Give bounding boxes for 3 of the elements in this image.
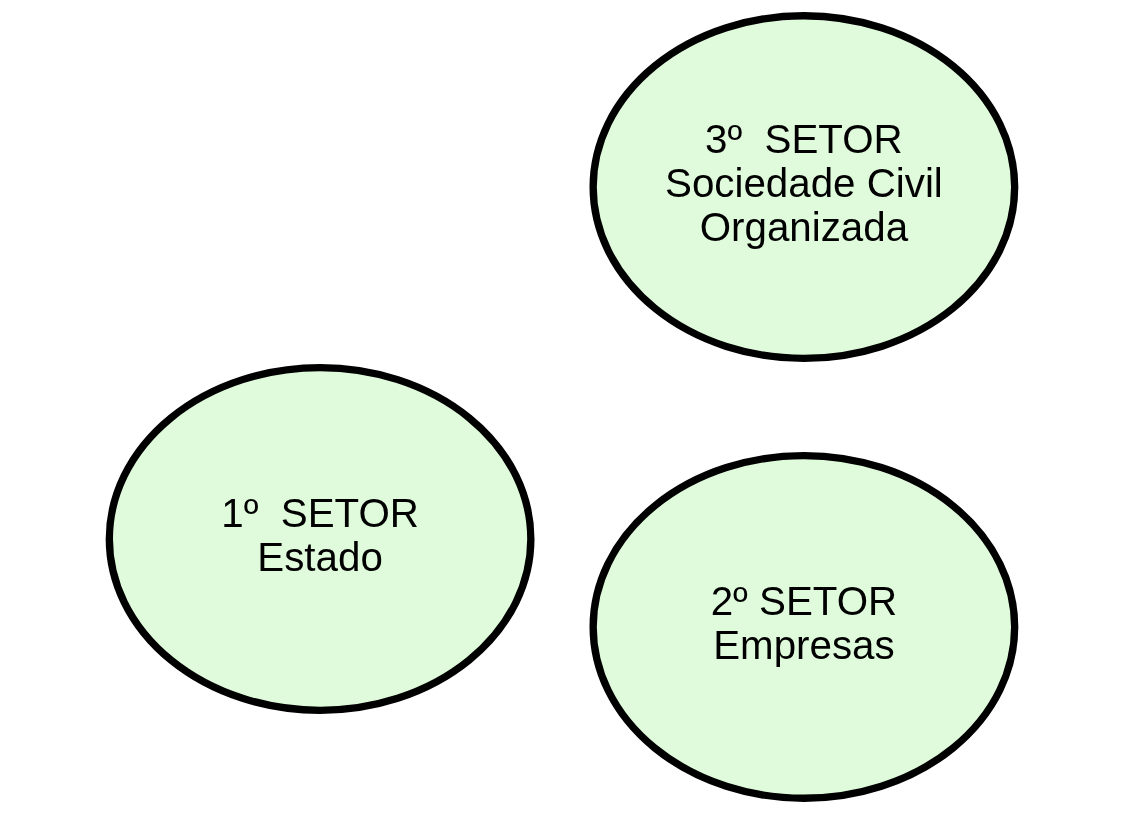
node-ellipse: 1º SETOR Estado — [105, 363, 535, 714]
node-ellipse: 3º SETOR Sociedade Civil Organizada — [589, 12, 1019, 363]
node-ellipse: 2º SETOR Empresas — [589, 451, 1019, 802]
